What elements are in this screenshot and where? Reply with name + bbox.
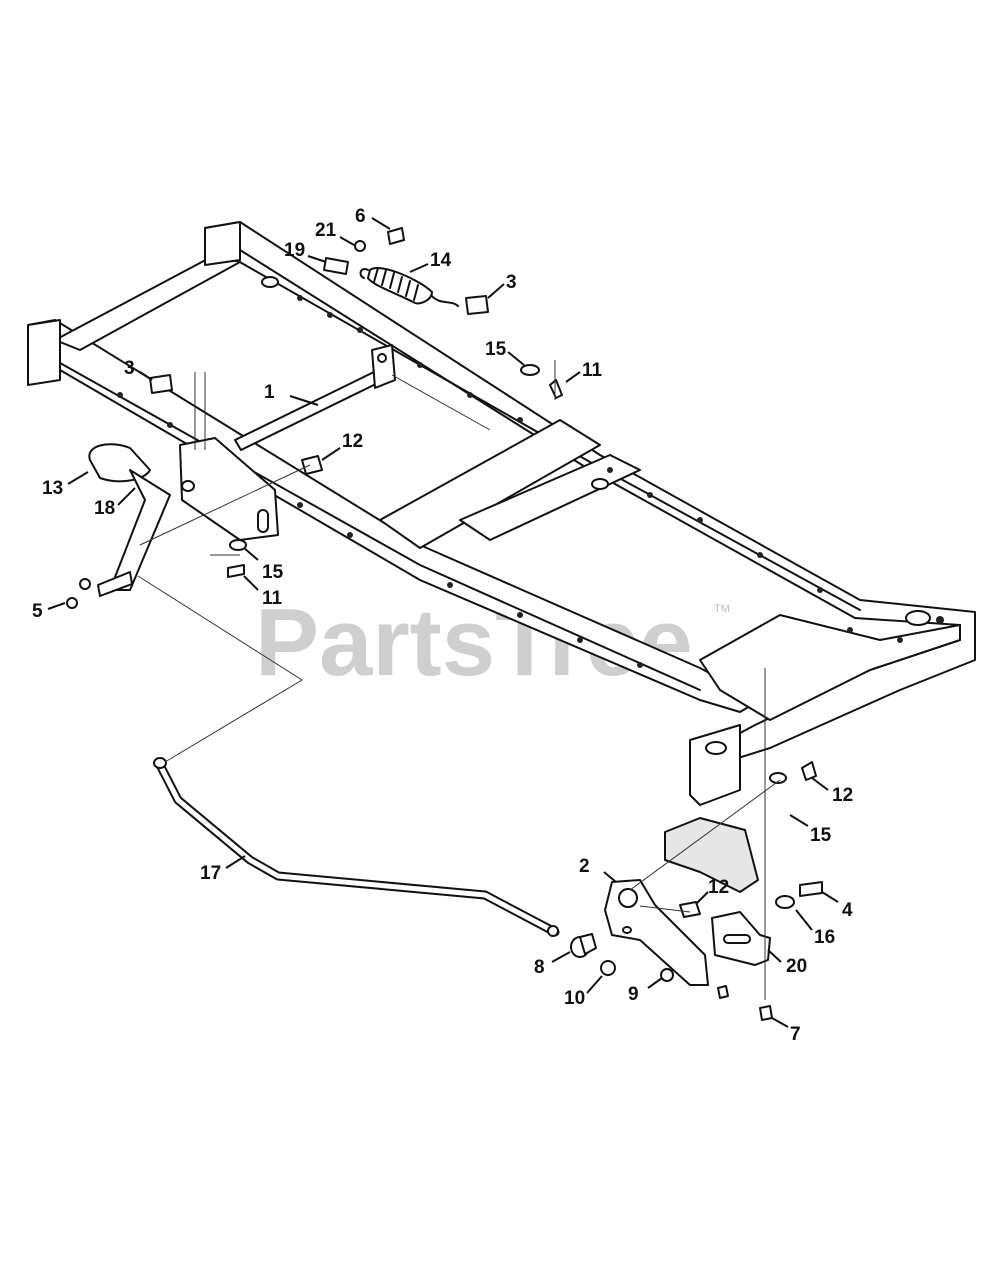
callout-1: 1 [264,382,275,403]
callout-20: 20 [786,956,807,977]
callout-7: 7 [790,1024,801,1045]
callout-11-top: 11 [582,360,603,381]
callout-labels: 1 2 3 3 4 5 6 7 8 9 10 11 11 12 12 12 13… [32,206,853,1045]
callout-12-top: 12 [342,431,363,452]
callout-3-top: 3 [506,272,517,293]
callout-17: 17 [200,863,221,884]
callout-8: 8 [534,957,545,978]
callout-3-left: 3 [124,358,135,379]
callout-11-left: 11 [262,588,283,609]
pedal-arm [79,443,171,597]
tractor-frame [27,221,976,806]
fasteners-bottom [570,761,823,1021]
callout-13: 13 [42,478,63,499]
cross-shaft [234,344,491,451]
lower-bracket [604,879,709,986]
control-rod [153,757,560,937]
callout-5: 5 [32,601,43,622]
callout-4: 4 [842,900,853,921]
callout-18: 18 [94,498,115,519]
callout-6: 6 [355,206,366,227]
callout-14: 14 [430,250,452,271]
callout-12-right: 12 [832,785,853,806]
watermark-trademark: TM [714,603,730,615]
callout-2: 2 [579,856,590,877]
guide-lines [137,360,781,1000]
fasteners-top [66,227,563,609]
leader-lines [47,217,839,1028]
callout-21: 21 [315,220,337,241]
mount-plate [664,817,759,893]
bracket-20 [711,911,771,966]
callout-12-bottom: 12 [708,877,729,898]
callout-15-top: 15 [485,339,507,360]
callout-19: 19 [284,240,305,261]
callout-15-right: 15 [810,825,832,846]
callout-15-left: 15 [262,562,284,583]
callout-9: 9 [628,984,639,1005]
callout-16: 16 [814,927,835,948]
callout-10: 10 [564,988,585,1009]
spring [359,267,459,307]
